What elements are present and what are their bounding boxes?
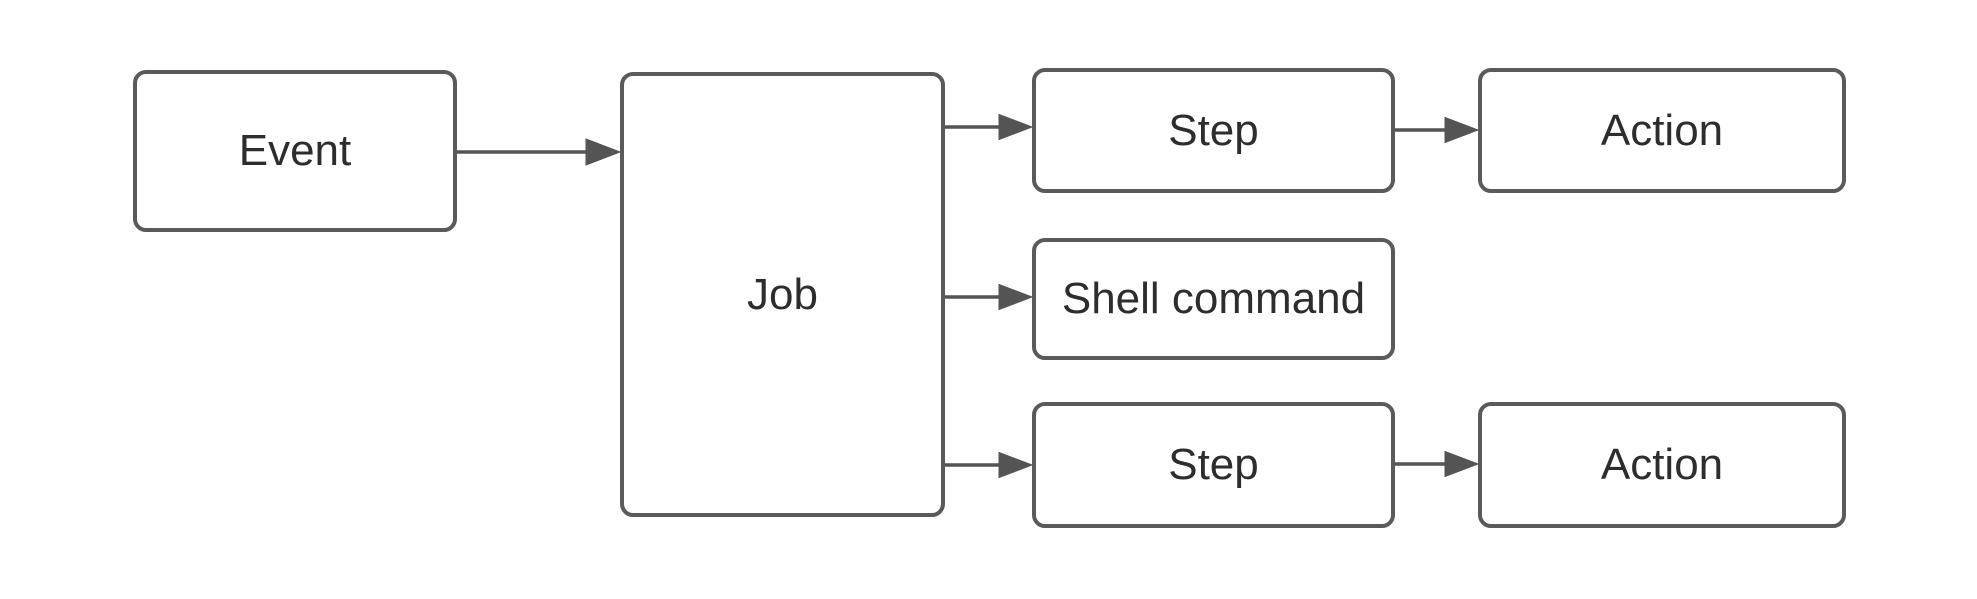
arrow-job-to-shell-command: [945, 283, 1034, 311]
action-top-node: Action: [1478, 68, 1846, 193]
step-top-node: Step: [1032, 68, 1395, 193]
event-node-label: Event: [238, 126, 352, 175]
step-top-node-label: Step: [1168, 105, 1259, 155]
action-top-node-label: Action: [1600, 105, 1724, 155]
arrow-job-to-step-bottom: [945, 451, 1034, 479]
shell-command-node: Shell command: [1032, 238, 1395, 360]
step-bottom-node-label: Step: [1168, 440, 1259, 489]
event-node: Event: [133, 70, 457, 232]
shell-command-node-label: Shell command: [1061, 274, 1366, 323]
job-node-label: Job: [747, 269, 818, 319]
arrow-step-bottom-to-action-bottom: [1395, 450, 1480, 478]
arrow-event-to-job: [457, 138, 622, 166]
action-bottom-node-label: Action: [1600, 440, 1724, 489]
arrow-step-top-to-action-top: [1395, 116, 1480, 144]
step-bottom-node: Step: [1032, 402, 1395, 528]
arrow-job-to-step-top: [945, 113, 1034, 141]
action-bottom-node: Action: [1478, 402, 1846, 528]
job-node: Job: [620, 72, 945, 517]
